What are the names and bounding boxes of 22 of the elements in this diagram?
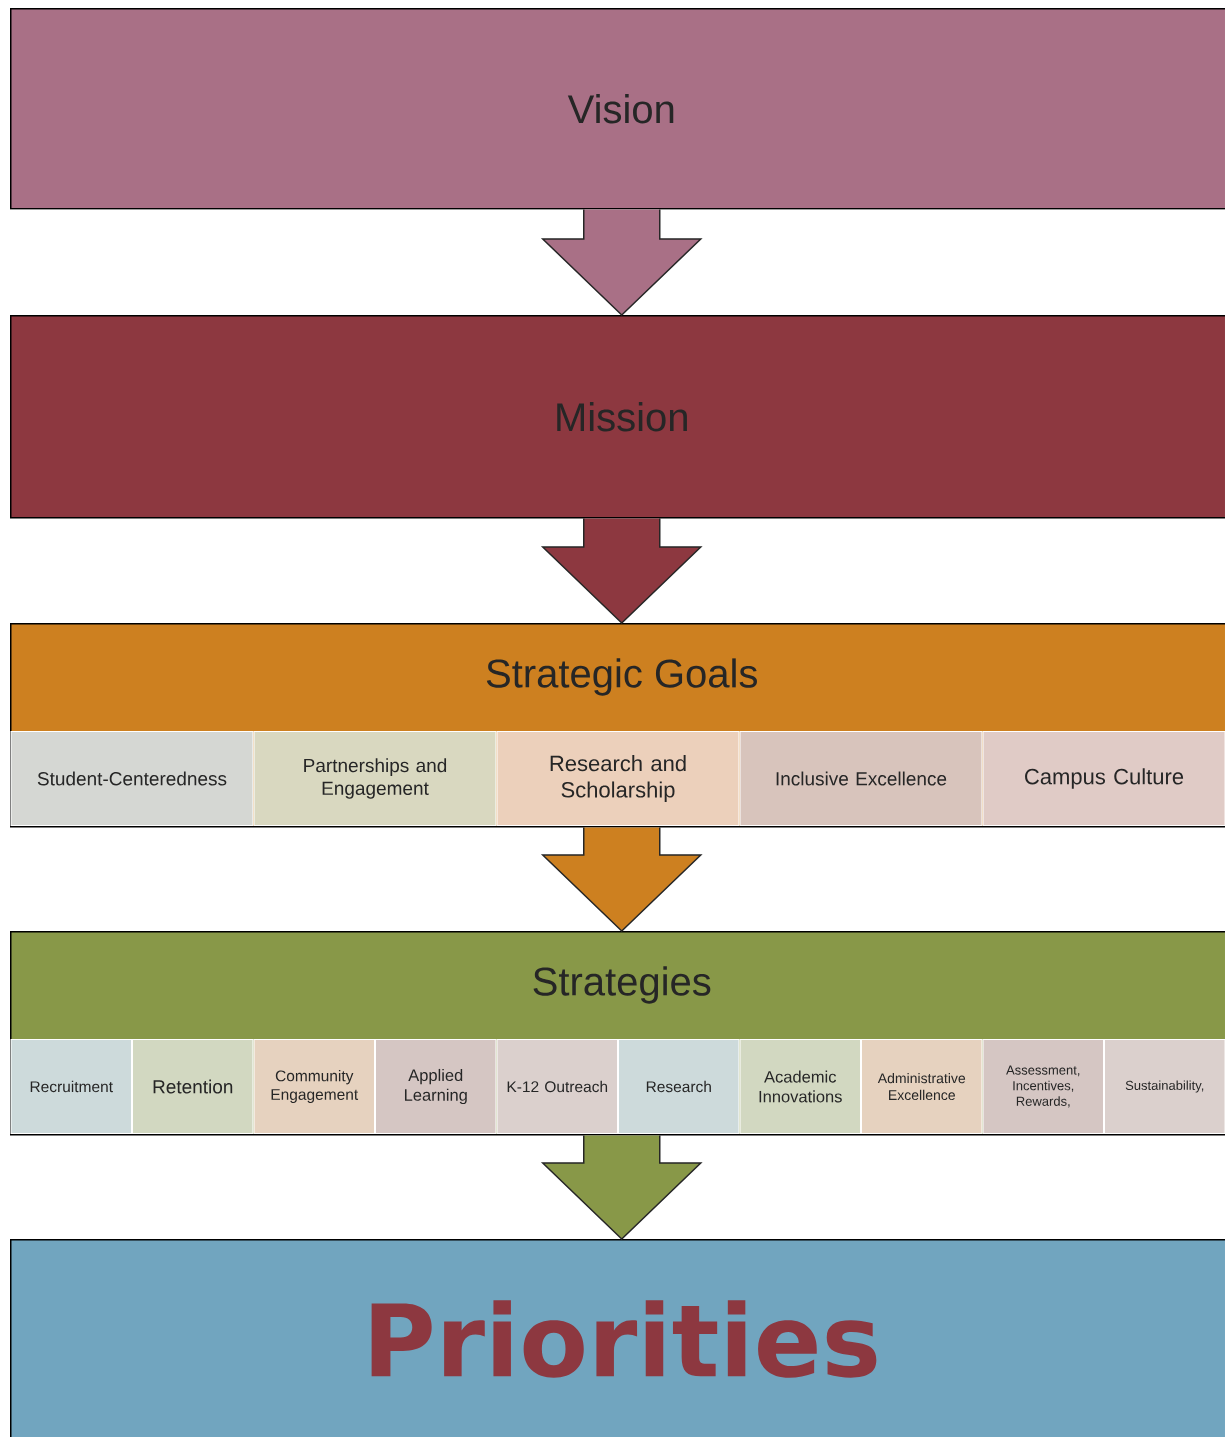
category-cell: Community Engagement — [253, 1039, 375, 1134]
band: Mission — [10, 315, 1225, 519]
category-cell: Research and Scholarship — [496, 731, 740, 826]
category-cell: Campus Culture — [982, 731, 1225, 826]
block-arrow — [540, 1134, 703, 1241]
category-cell: Student-Centeredness — [10, 731, 254, 826]
band: Priorities — [10, 1239, 1225, 1437]
category-cell: Academic Innovations — [739, 1039, 861, 1134]
category-cell: Applied Learning — [375, 1039, 497, 1134]
block-arrow — [540, 826, 703, 933]
category-cell: K-12 Outreach — [496, 1039, 618, 1134]
category-cell: Research — [618, 1039, 740, 1134]
band: Vision — [10, 8, 1225, 210]
category-cell: Assessment, Incentives, Rewards, — [982, 1039, 1104, 1134]
category-cell: Inclusive Excellence — [739, 731, 983, 826]
category-cell: Recruitment — [10, 1039, 132, 1134]
category-cell: Partnerships and Engagement — [253, 731, 497, 826]
category-cell: Retention — [132, 1039, 254, 1134]
block-arrow — [540, 517, 703, 625]
category-cell: Sustainability, — [1104, 1039, 1225, 1134]
category-cell: Administrative Excellence — [861, 1039, 983, 1134]
block-arrow — [540, 208, 703, 317]
